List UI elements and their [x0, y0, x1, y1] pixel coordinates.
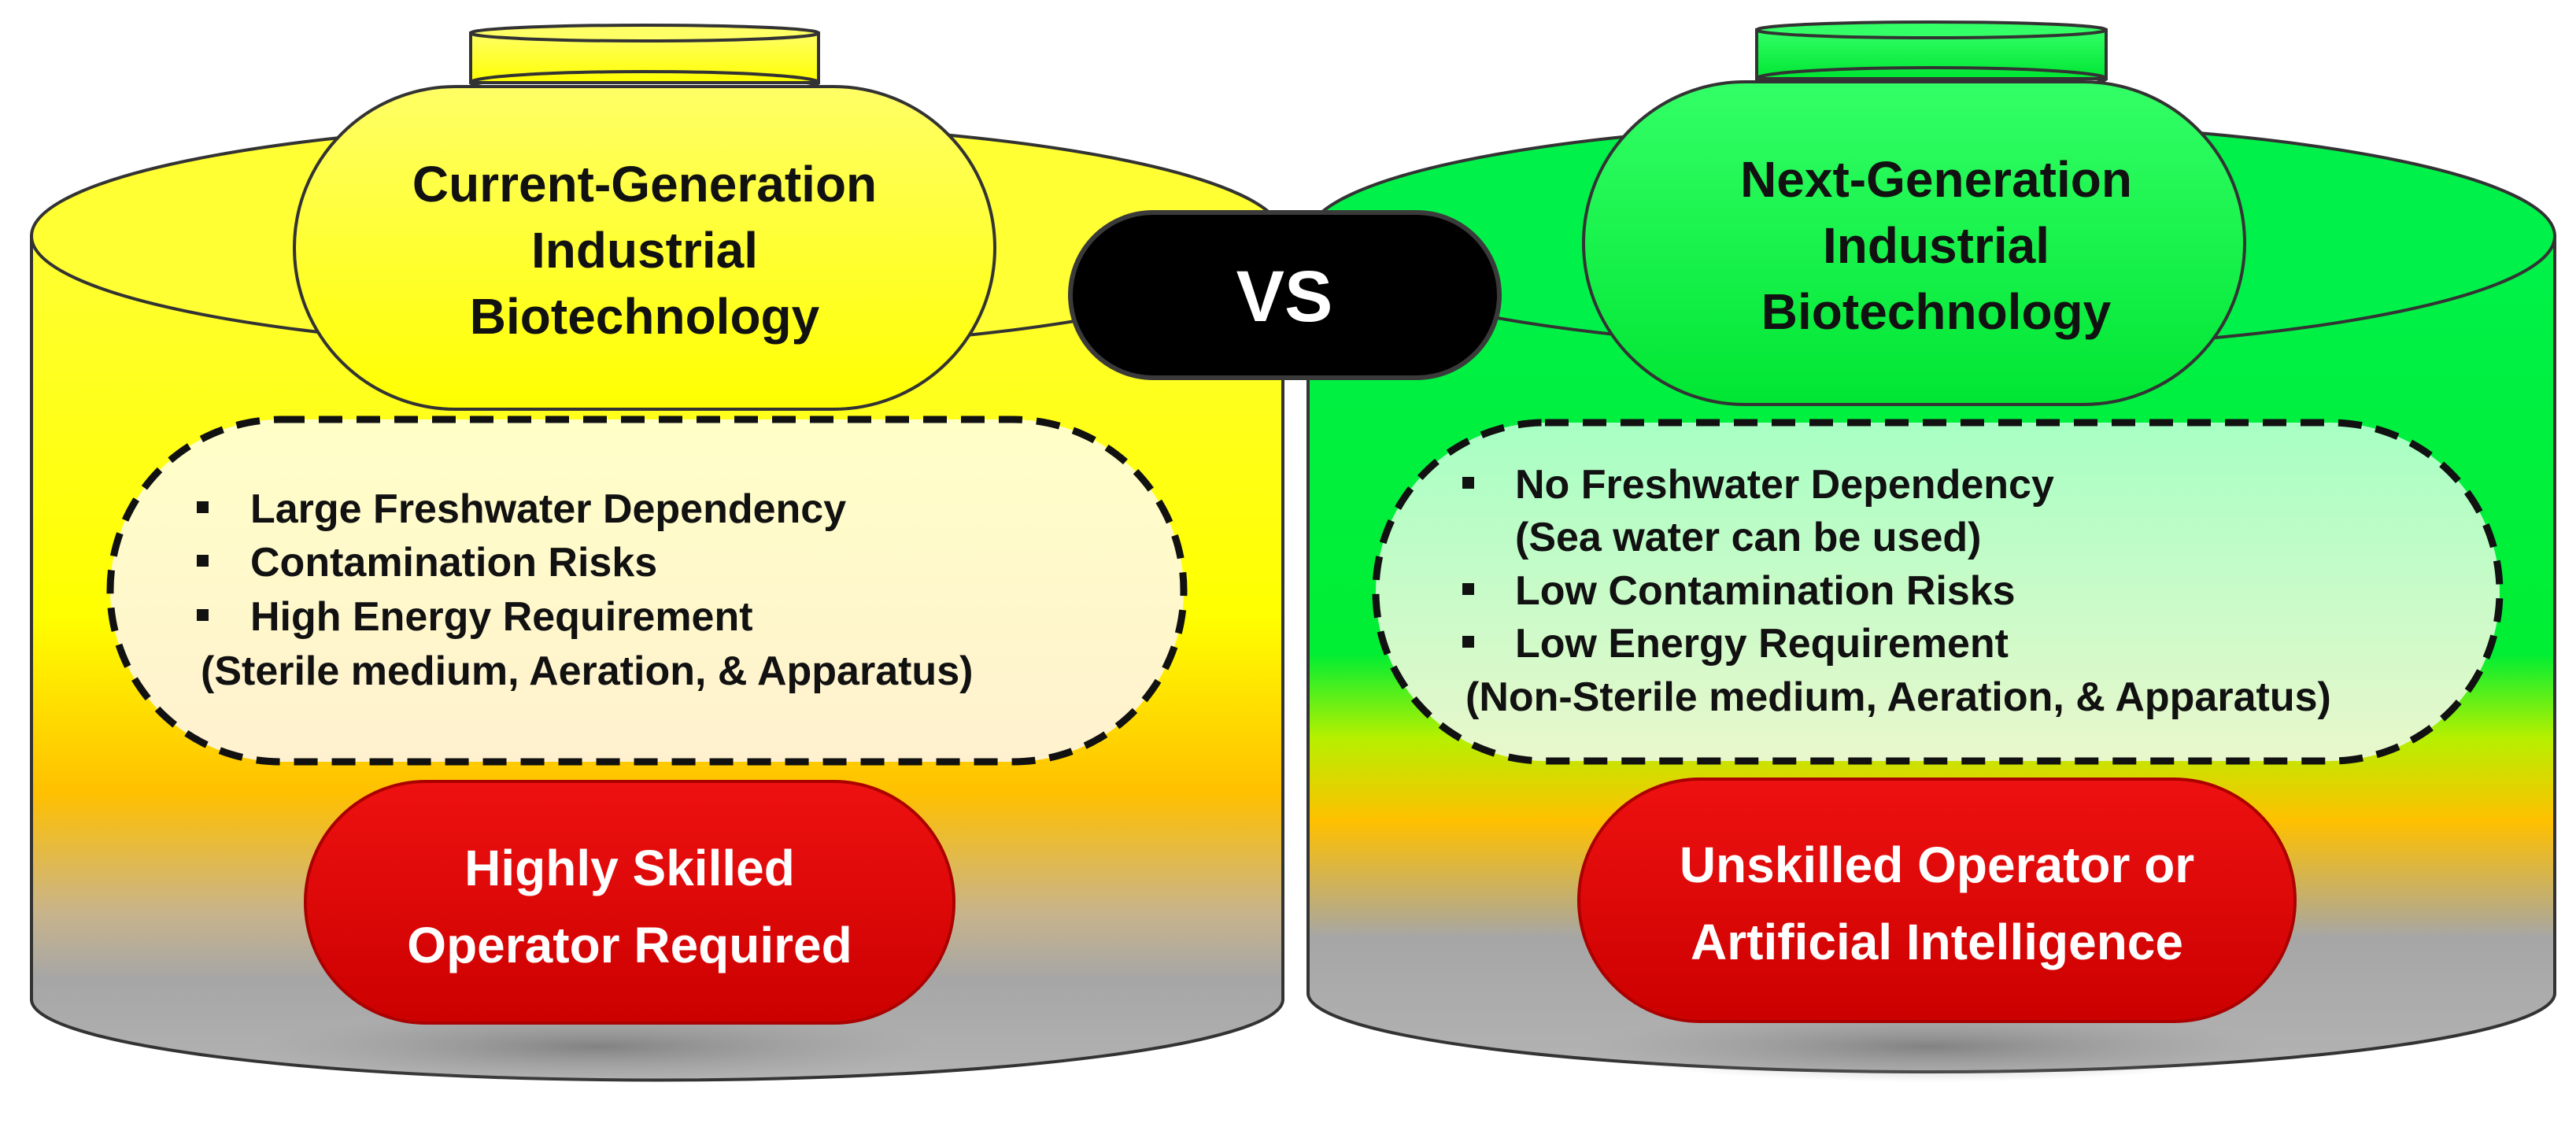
left-title-line-2: Industrial	[531, 222, 758, 279]
left-lid	[293, 85, 996, 411]
left-bullet-2: Contamination Risks	[250, 540, 657, 586]
right-operator-pill	[1577, 778, 2297, 1023]
next-generation-tank: Next-Generation Industrial Biotechnology…	[1306, 20, 2556, 1082]
left-title-line-1: Current-Generation	[412, 156, 877, 212]
square-bullet-icon	[1462, 583, 1474, 595]
right-bullet-1: No Freshwater Dependency	[1515, 462, 2054, 508]
left-operator-line-2: Operator Required	[407, 917, 852, 973]
right-lid	[1582, 80, 2246, 406]
left-bullet-3: High Energy Requirement	[250, 594, 753, 640]
square-bullet-icon	[197, 609, 209, 621]
left-bullet-1: Large Freshwater Dependency	[250, 486, 846, 532]
right-operator-line-1: Unskilled Operator or	[1680, 837, 2194, 893]
right-tank-bottom-shadow	[1582, 1011, 2275, 1082]
right-info-panel	[1372, 419, 2504, 765]
right-bullet-2: Low Contamination Risks	[1515, 568, 2016, 614]
vs-badge: VS	[1068, 210, 1502, 380]
current-generation-tank: Current-Generation Industrial Biotechnol…	[30, 24, 1284, 1082]
right-title-line-3: Biotechnology	[1761, 283, 2112, 340]
right-bullet-1-subnote: (Sea water can be used)	[1515, 515, 1981, 560]
square-bullet-icon	[197, 555, 209, 567]
square-bullet-icon	[1462, 477, 1474, 489]
square-bullet-icon	[197, 501, 209, 513]
left-title-line-3: Biotechnology	[470, 288, 820, 345]
right-bullet-3: Low Energy Requirement	[1515, 621, 2009, 667]
left-operator-line-1: Highly Skilled	[464, 840, 795, 896]
left-info-panel	[106, 416, 1188, 766]
right-title-line-2: Industrial	[1823, 217, 2049, 274]
left-tank-bottom-shadow	[260, 1011, 937, 1082]
left-operator-pill	[304, 780, 955, 1025]
square-bullet-icon	[1462, 636, 1474, 648]
right-operator-line-2: Artificial Intelligence	[1691, 914, 2183, 970]
right-title-line-1: Next-Generation	[1740, 151, 2132, 208]
right-bullet-note: (Non-Sterile medium, Aeration, & Apparat…	[1465, 674, 2331, 720]
left-bullet-note: (Sterile medium, Aeration, & Apparatus)	[201, 648, 973, 694]
vs-label: VS	[1236, 257, 1333, 337]
